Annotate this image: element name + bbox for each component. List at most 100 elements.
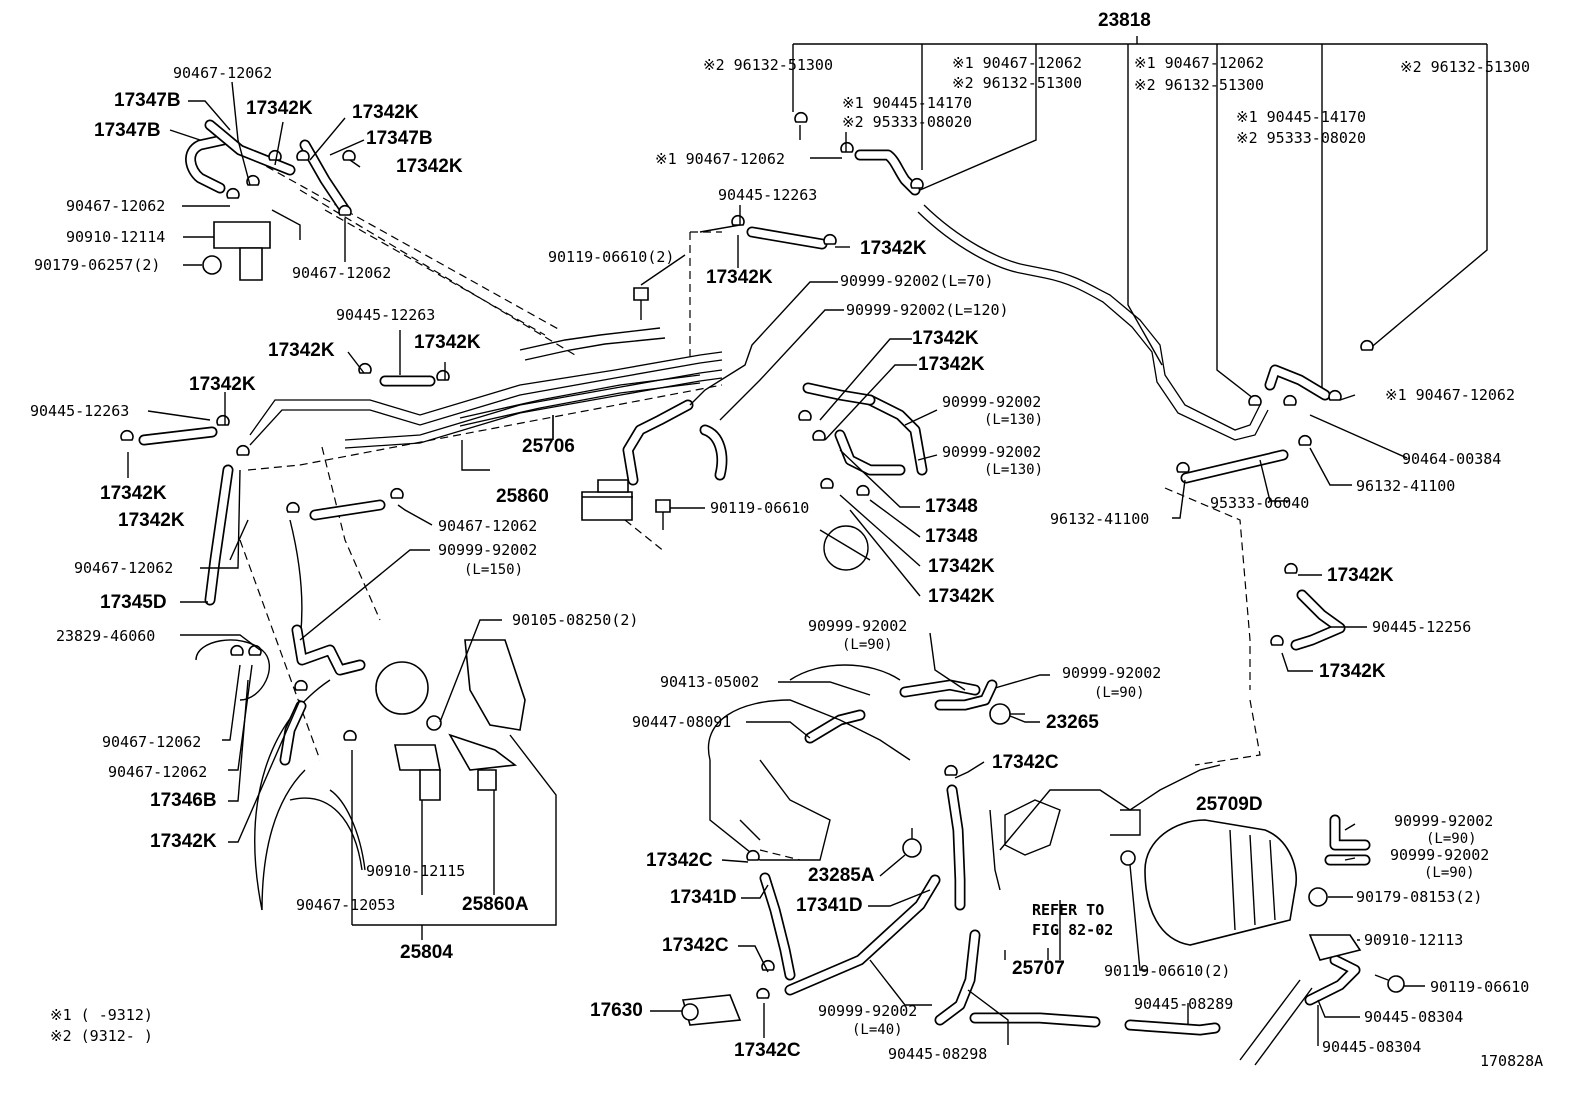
part-label-17346b: 17346B: [150, 790, 217, 811]
part-label-25706: 25706: [522, 436, 575, 457]
part-label-90445-14170-a: ※1 90445-14170: [842, 94, 972, 112]
part-label-90999-92002-c: 90999-92002: [942, 393, 1042, 411]
part-label-23285a: 23285A: [808, 865, 875, 886]
part-label-90467-12062-e: ※1 90467-12062: [655, 150, 785, 168]
part-label-90179-08153: 90179-08153(2): [1356, 888, 1483, 906]
part-label-90467-12062-d: ※1 90467-12062: [952, 54, 1082, 72]
part-label-17342k-p: 17342K: [1327, 565, 1394, 586]
part-label-96132-41100-b: 96132-41100: [1050, 510, 1150, 528]
part-label-90999-92002-d-length: (L=130): [984, 462, 1044, 478]
part-label-90413-05002: 90413-05002: [660, 673, 760, 691]
part-label-96132-51300-d: ※2 96132-51300: [1400, 58, 1530, 76]
part-label-90467-12062-i: 90467-12062: [102, 733, 202, 751]
part-label-90999-92002-d: 90999-92002: [942, 443, 1042, 461]
part-label-90445-08304-a: 90445-08304: [1364, 1008, 1464, 1026]
part-label-17342k-m: 17342K: [928, 586, 995, 607]
part-label-17345d: 17345D: [100, 592, 167, 613]
part-label-17342k-o: 17342K: [150, 831, 217, 852]
part-label-90119-06610-a: 90119-06610(2): [548, 248, 675, 266]
part-label-90999-92002-e: 90999-92002: [438, 541, 538, 559]
part-label-90467-12062-c: 90467-12062: [292, 264, 392, 282]
components: [202, 209, 1405, 1066]
part-label-90999-92002-f: 90999-92002: [808, 617, 908, 635]
part-label-90445-12263-a: 90445-12263: [718, 186, 818, 204]
part-label-90910-12114: 90910-12114: [66, 228, 166, 246]
part-label-17342k-a: 17342K: [246, 98, 313, 119]
part-label-90464-00384: 90464-00384: [1402, 450, 1502, 468]
part-label-17342k-b: 17342K: [352, 102, 419, 123]
part-label-17342k-f: 17342K: [268, 340, 335, 361]
part-label-17342c-d: 17342C: [734, 1040, 801, 1061]
part-label-90999-92002-j: 90999-92002: [818, 1002, 918, 1020]
part-label-90467-12062-h: 90467-12062: [74, 559, 174, 577]
part-label-17630: 17630: [590, 1000, 643, 1021]
part-label-90467-12062-g: 90467-12062: [438, 517, 538, 535]
engine-outline: [239, 159, 1261, 861]
tube-bundle-25706: [249, 327, 723, 471]
part-label-90999-92002-c-length: (L=130): [984, 412, 1044, 428]
part-label-95333-08020-a: ※2 95333-08020: [842, 113, 972, 131]
part-label-17342k-e: 17342K: [706, 267, 773, 288]
part-label-23818: 23818: [1098, 10, 1151, 31]
bracket-23818: [792, 36, 1488, 403]
part-label-90467-12062-j: 90467-12062: [108, 763, 208, 781]
main-vacuum-pipe: [917, 204, 1269, 441]
part-label-90105-08250: 90105-08250(2): [512, 611, 639, 629]
part-label-96132-51300-c: ※2 96132-51300: [1134, 76, 1264, 94]
part-label-90445-12263-b: 90445-12263: [336, 306, 436, 324]
part-label-25707: 25707: [1012, 958, 1065, 979]
part-label-90999-92002-h-length: (L=90): [1426, 831, 1477, 847]
part-label-refer-to: REFER TO: [1032, 901, 1105, 919]
part-label-23829-46060: 23829-46060: [56, 627, 156, 645]
part-label-90999-92002-g: 90999-92002: [1062, 664, 1162, 682]
part-label-95333-06040: 95333-06040: [1210, 494, 1310, 512]
part-label-17342k-g: 17342K: [414, 332, 481, 353]
part-label-90999-92002-f-length: (L=90): [842, 637, 893, 653]
part-label-17342c-b: 17342C: [646, 850, 713, 871]
part-label-90445-08289: 90445-08289: [1134, 995, 1234, 1013]
part-label-90999-92002-b: 90999-92002(L=120): [846, 301, 1009, 319]
part-label-25860a: 25860A: [462, 894, 529, 915]
part-label-17342k-l: 17342K: [928, 556, 995, 577]
part-label-17347b-b: 17347B: [94, 120, 161, 141]
part-label-90999-92002-j-length: (L=40): [852, 1022, 903, 1038]
part-label-23265: 23265: [1046, 712, 1099, 733]
part-label-90445-12263-c: 90445-12263: [30, 402, 130, 420]
legend-note-1: ※1 ( -9312): [50, 1006, 153, 1024]
part-label-17348-a: 17348: [925, 496, 978, 517]
part-label-95333-08020-b: ※2 95333-08020: [1236, 129, 1366, 147]
part-label-90179-06257: 90179-06257(2): [34, 256, 161, 274]
part-label-17342k-h: 17342K: [189, 374, 256, 395]
part-label-96132-41100-a: 96132-41100: [1356, 477, 1456, 495]
part-label-17342k-k: 17342K: [918, 354, 985, 375]
leader-lines: [127, 81, 1425, 1046]
part-label-17342k-j: 17342K: [912, 328, 979, 349]
part-label-90119-06610-b: 90119-06610: [710, 499, 810, 517]
part-label-90445-14170-b: ※1 90445-14170: [1236, 108, 1366, 126]
part-label-17341d-b: 17341D: [796, 895, 863, 916]
part-label-90467-12062-b: 90467-12062: [66, 197, 166, 215]
canister-body-left: [195, 519, 366, 911]
part-label-90910-12113: 90910-12113: [1364, 931, 1464, 949]
part-label-17342k-i: 17342K: [100, 483, 167, 504]
part-label-17348-b: 17348: [925, 526, 978, 547]
part-label-90119-06610-d: 90119-06610: [1430, 978, 1530, 996]
part-label-90999-92002-h: 90999-92002: [1394, 812, 1494, 830]
part-label-17342k-c: 17342K: [396, 156, 463, 177]
part-label-17342c-a: 17342C: [992, 752, 1059, 773]
part-label-refer-fig: FIG 82-02: [1032, 921, 1114, 939]
part-label-17341d-a: 17341D: [670, 887, 737, 908]
part-label-90467-12062-k: ※1 90467-12062: [1385, 386, 1515, 404]
part-label-17342k-d: 17342K: [860, 238, 927, 259]
part-label-90445-08304-b: 90445-08304: [1322, 1038, 1422, 1056]
part-label-25709d: 25709D: [1196, 794, 1263, 815]
figure-code: 170828A: [1480, 1052, 1544, 1070]
part-label-96132-51300-b: ※2 96132-51300: [952, 74, 1082, 92]
part-label-90445-08298: 90445-08298: [888, 1045, 988, 1063]
part-label-90445-12256: 90445-12256: [1372, 618, 1472, 636]
part-label-17342k-q: 17342K: [1319, 661, 1386, 682]
part-label-17342k-n: 17342K: [118, 510, 185, 531]
part-label-90119-06610-c: 90119-06610(2): [1104, 962, 1231, 980]
